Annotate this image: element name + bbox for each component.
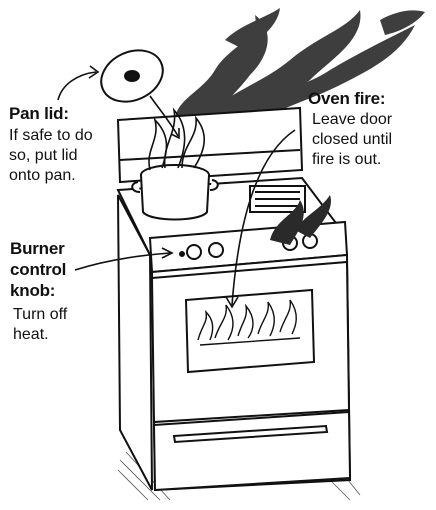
smoke-plume [174,8,425,140]
oven-fire-arrow [225,129,296,309]
pot-flames [148,107,205,171]
oven-fire-line-1: Leave door [312,111,393,128]
pan-lid-icon [100,49,164,103]
pan-lid-instruction: If safe to do so, put lid onto pan. [9,126,93,186]
oven-fire-title: Oven fire: [308,89,386,108]
burner-knob-instruction: Turn off heat. [13,305,67,345]
burner-knob-arrow [74,247,174,271]
oven-fire-line-3: fire is out. [312,151,382,168]
pan-lid-line-1: If safe to do [9,127,93,144]
pan-lid-title: Pan lid: [9,104,69,123]
pan-lid-arrow [57,65,100,101]
burner-knob-title: Burner control knob: [10,238,66,301]
oven-fire-instruction: Leave door closed until fire is out. [312,110,392,170]
pan-lid-to-pot-arrow [149,95,180,140]
pan-lid-line-2: so, put lid [9,147,78,164]
burner-line-1: Turn off [13,306,68,323]
oven-window-flames [197,299,301,346]
burner-title-line-3: knob: [10,281,56,300]
storage-drawer [152,410,352,492]
oven-fire-line-2: closed until [312,131,393,148]
cooktop-smoke [270,195,331,245]
burner-line-2: heat. [13,326,49,343]
burner-title-line-2: control [10,260,67,279]
pan-lid-line-3: onto pan. [9,167,76,184]
burner-title-line-1: Burner [10,239,65,258]
pot [131,164,219,221]
